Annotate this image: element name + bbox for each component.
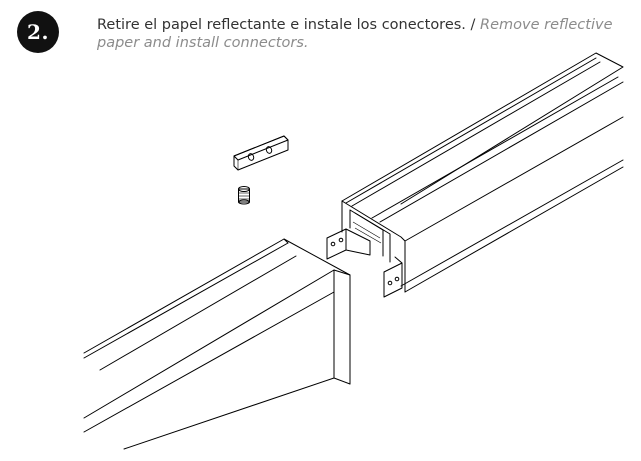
instruction-spanish: Retire el papel reflectante e instale lo… (97, 17, 476, 33)
profile-right (326, 52, 624, 298)
connector-plate (233, 135, 289, 171)
step-number: 2. (27, 20, 49, 44)
instruction-text: Retire el papel reflectante e instale lo… (97, 16, 617, 52)
set-screw (238, 186, 250, 205)
profile-left (83, 238, 351, 450)
instruction-english: Remove reflective paper and install conn… (97, 17, 613, 51)
step-number-badge: 2. (17, 11, 59, 53)
